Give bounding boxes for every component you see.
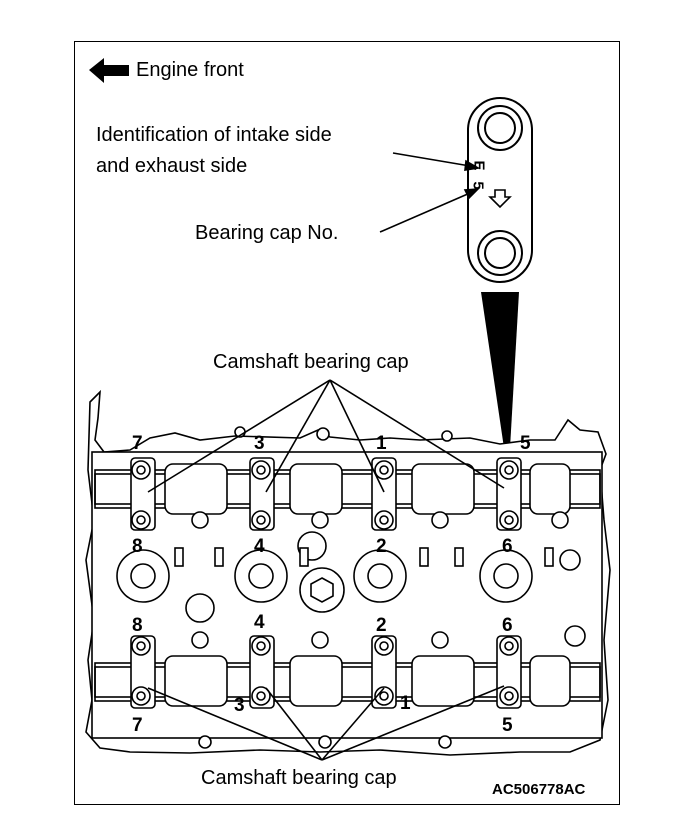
- figure-frame: [74, 41, 620, 805]
- closeup-direction-arrow-icon: [488, 189, 512, 209]
- identification-label-line2: and exhaust side: [96, 155, 248, 177]
- cap-number: 5: [520, 433, 531, 454]
- cap-mark-letter: E: [470, 160, 488, 171]
- bearing-cap-number-label: Bearing cap No.: [195, 222, 339, 244]
- cap-number: 8: [132, 615, 143, 636]
- camshaft-bearing-cap-label-top: Camshaft bearing cap: [213, 351, 409, 373]
- engine-front-arrow-icon: [89, 58, 129, 83]
- cap-number: 1: [400, 693, 411, 714]
- leader-lines: [379, 152, 481, 233]
- cap-number: 7: [132, 715, 143, 736]
- figure-code: AC506778AC: [492, 781, 586, 798]
- cap-number: 4: [254, 536, 265, 557]
- identification-label-line1: Identification of intake side: [96, 124, 332, 146]
- zoom-wedge: [481, 292, 519, 448]
- cap-number: 3: [254, 433, 265, 454]
- cap-number: 2: [376, 536, 387, 557]
- camshaft-cap-pointers: [147, 379, 505, 761]
- cap-number: 7: [132, 433, 143, 454]
- cap-bolts: [131, 460, 519, 706]
- cylinder-head: [85, 389, 611, 756]
- cap-number: 2: [376, 615, 387, 636]
- cap-number: 6: [502, 615, 513, 636]
- cap-number: 4: [254, 612, 265, 633]
- camshaft-bearing-cap-label-bottom: Camshaft bearing cap: [201, 767, 397, 789]
- cap-number: 8: [132, 536, 143, 557]
- cap-number: 6: [502, 536, 513, 557]
- cap-number: 1: [376, 433, 387, 454]
- cap-number: 5: [502, 715, 513, 736]
- cap-number: 3: [234, 695, 245, 716]
- cap-mark-number: 5: [469, 181, 487, 190]
- engine-front-label: Engine front: [136, 59, 244, 81]
